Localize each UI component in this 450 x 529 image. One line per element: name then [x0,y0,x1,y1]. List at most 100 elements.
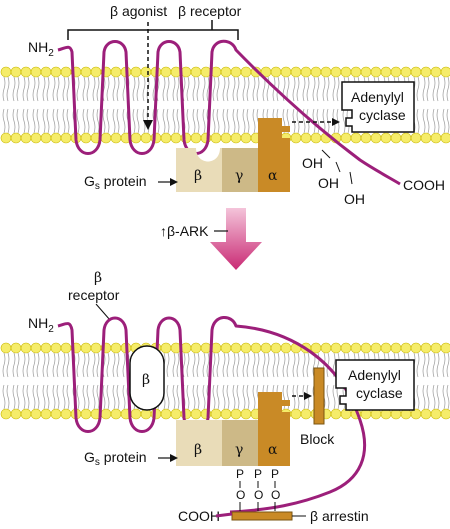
membrane-bottom-lipid-tail [292,384,296,410]
membrane-top-lipid-tail [12,108,16,134]
membrane-top-lipid-tail [132,76,136,102]
beta-arrestin-bar [231,511,293,521]
membrane-top-lipid-head [340,132,352,144]
membrane-top-lipid-tail [256,76,260,102]
membrane-top-lipid-tail [16,108,20,134]
membrane-bottom-lipid-tail [282,352,286,378]
membrane-bottom-lipid-tail [106,384,110,410]
membrane-top-lipid-tail [26,76,30,102]
membrane-top-lipid-tail [206,76,210,102]
membrane-top-lipid-tail [262,76,266,102]
membrane-top-lipid-head [230,132,242,144]
membrane-bottom-lipid-tail [6,384,10,410]
phosphate-o1: O [236,488,245,502]
cyclase-label-top: cyclase [359,107,406,123]
membrane-top-lipid-tail [292,108,296,134]
gs-alpha-label-top: α [268,168,278,184]
beta-ark-label: ↑β-ARK [160,223,209,239]
membrane-top-lipid-head [230,66,242,78]
membrane-bottom-lipid-tail [112,384,116,410]
membrane-bottom-lipid-tail [76,352,80,378]
membrane-top-lipid-tail [162,76,166,102]
membrane-bottom-lipid-tail [172,384,176,410]
membrane-top-lipid-head [290,66,302,78]
membrane-bottom-lipid-head [330,408,342,420]
membrane-top-lipid-head [310,132,322,144]
membrane-bottom-lipid-tail [176,384,180,410]
bottom-receptor-word: receptor [68,287,120,303]
membrane-bottom-lipid-head [410,342,422,354]
membrane-top-lipid-tail [96,76,100,102]
membrane-top-lipid-head [110,66,122,78]
membrane-bottom-lipid-head [240,342,252,354]
membrane-bottom-lipid-tail [422,352,426,378]
membrane-top-lipid-tail [82,76,86,102]
membrane-top-lipid-head [40,132,52,144]
membrane-bottom-lipid-tail [12,384,16,410]
membrane-bottom-lipid-head [280,342,292,354]
membrane-top-lipid-head [50,66,62,78]
membrane-bottom-lipid-tail [22,352,26,378]
membrane-top-lipid-tail [166,108,170,134]
membrane-top-lipid-head [0,66,12,78]
gs-alpha-subunit-top [258,118,290,192]
membrane-top-lipid-tail [432,76,436,102]
membrane-bottom-lipid-head [290,408,302,420]
membrane-bottom-lipid-tail [26,352,30,378]
membrane-top-lipid-head [130,66,142,78]
membrane-bottom-lipid-tail [56,384,60,410]
membrane-top-lipid-tail [446,76,450,102]
membrane-bottom-lipid-tail [216,384,220,410]
membrane-bottom-lipid-tail [442,384,446,410]
membrane-top-lipid-tail [312,108,316,134]
beta-agonist-label: β agonist [110,3,167,19]
membrane-bottom-lipid-tail [252,352,256,378]
membrane-top-lipid-tail [172,108,176,134]
membrane-bottom-lipid-tail [122,352,126,378]
membrane-top-lipid-tail [342,108,346,134]
membrane-bottom-lipid-tail [256,352,260,378]
membrane-bottom-lipid-tail [66,384,70,410]
membrane-top-lipid-tail [306,76,310,102]
membrane-top-lipid-head [220,132,232,144]
membrane-bottom-lipid-tail [76,384,80,410]
membrane-bottom-lipid-tail [82,384,86,410]
membrane-bottom-lipid-tail [426,352,430,378]
phosphate-p2: P [254,467,262,481]
membrane-bottom-lipid-tail [296,384,300,410]
membrane-top-lipid-tail [46,76,50,102]
membrane-bottom-lipid-tail [242,384,246,410]
membrane-bottom-lipid-tail [36,384,40,410]
oh-bond-2 [335,161,341,173]
membrane-top-lipid-head [10,66,22,78]
membrane-top-lipid-head [360,66,372,78]
membrane-top-lipid-tail [32,76,36,102]
membrane-top-lipid-tail [142,76,146,102]
membrane-bottom-lipid-tail [102,384,106,410]
membrane-top-lipid-tail [232,76,236,102]
membrane-bottom-lipid-head [420,408,432,420]
membrane-top-lipid-tail [236,108,240,134]
membrane-bottom-lipid-head [100,408,112,420]
membrane-bottom-lipid-head [0,342,12,354]
membrane-bottom-lipid-head [220,342,232,354]
membrane-bottom-lipid-tail [276,352,280,378]
membrane-top-lipid-tail [176,76,180,102]
membrane-top-lipid-tail [326,108,330,134]
membrane-top-lipid-head [140,132,152,144]
membrane-bottom-lipid-tail [222,352,226,378]
membrane-top-lipid-head [330,66,342,78]
membrane-top-lipid-tail [242,76,246,102]
oh-bond-3 [349,171,353,185]
membrane-bottom-lipid-tail [166,352,170,378]
membrane-top-lipid-tail [296,108,300,134]
membrane-top-lipid-head [370,132,382,144]
phosphate-p1: P [236,467,244,481]
membrane-top-lipid-tail [46,108,50,134]
membrane-bottom-lipid-tail [62,352,66,378]
membrane-top-lipid-head [360,132,372,144]
membrane-bottom-lipid-tail [226,384,230,410]
membrane-bottom-lipid-tail [112,352,116,378]
membrane-top-lipid-tail [162,108,166,134]
beta-receptor-label: β receptor [178,3,242,19]
